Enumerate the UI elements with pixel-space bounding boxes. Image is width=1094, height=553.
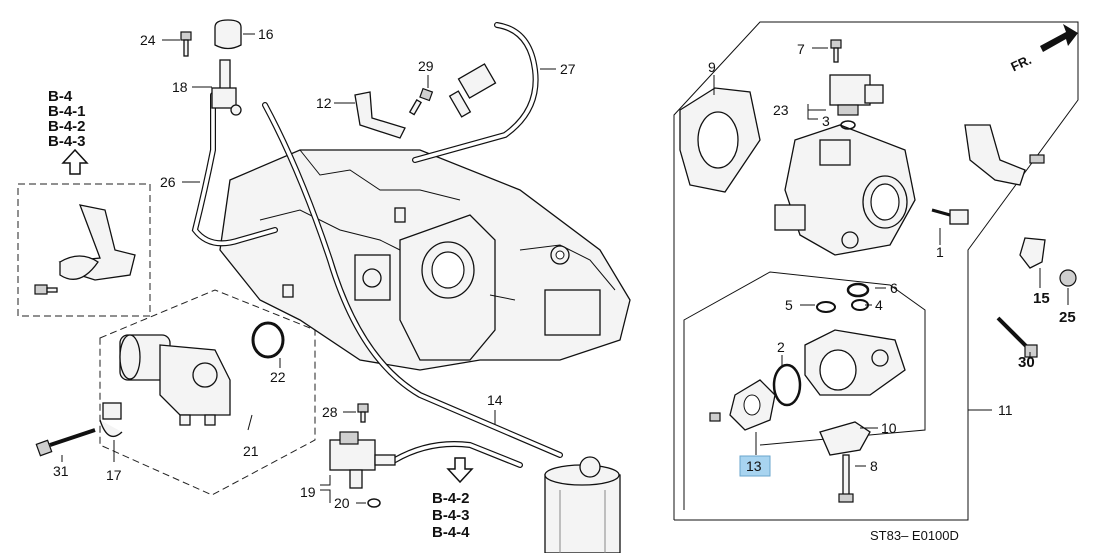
ref-left-3: B-4-2 [48, 118, 86, 135]
label-6: 6 [890, 280, 898, 296]
arrow-up-ref [61, 148, 89, 175]
direction-label: FR. [1008, 52, 1033, 74]
highlight-13 [739, 455, 771, 477]
label-7: 7 [797, 41, 805, 57]
label-4: 4 [875, 297, 883, 313]
bracket-15 [1019, 237, 1046, 269]
label-31: 31 [53, 463, 69, 479]
arrow-down-ref [446, 457, 474, 484]
bolt-31 [35, 428, 96, 457]
fr-arrow [1040, 24, 1078, 52]
screw-1 [931, 208, 969, 225]
label-24: 24 [140, 32, 156, 48]
label-22: 22 [270, 369, 286, 385]
group-box-21 [99, 289, 316, 496]
gasket-9 [679, 87, 761, 193]
label-12: 12 [316, 95, 332, 111]
o-ring-5 [816, 301, 836, 313]
label-17: 17 [106, 467, 122, 483]
ref-bottom-3: B-4-4 [432, 524, 470, 541]
gasket-2 [772, 363, 802, 407]
bolt-28 [357, 403, 369, 423]
label-23: 23 [773, 102, 789, 118]
cap-16 [214, 19, 242, 50]
valve-body-13 [804, 329, 906, 396]
solenoid-19 [329, 431, 396, 489]
label-28: 28 [322, 404, 338, 420]
label-2: 2 [777, 339, 785, 355]
label-13: 13 [746, 458, 762, 474]
ref-left-2: B-4-1 [48, 103, 86, 120]
sensor-18 [211, 59, 242, 116]
label-30: 30 [1018, 354, 1035, 371]
intake-manifold [219, 149, 631, 371]
bracket-12 [354, 91, 406, 139]
gasket-plate [729, 379, 776, 431]
bolt-7 [830, 39, 842, 63]
o-ring-3 [840, 120, 856, 130]
gasket-22 [251, 321, 285, 359]
throttle-body [774, 124, 916, 256]
label-1: 1 [936, 244, 944, 260]
label-11: 11 [998, 402, 1013, 418]
ref-bottom-2: B-4-3 [432, 507, 470, 524]
bolt-8 [838, 454, 854, 503]
bolt-30 [996, 316, 1038, 358]
iacv-21 [119, 334, 231, 426]
o-ring-6 [846, 282, 870, 298]
ref-left-4: B-4-3 [48, 133, 86, 150]
ref-bottom-1: B-4-2 [432, 490, 470, 507]
label-10: 10 [881, 420, 897, 436]
label-21: 21 [243, 443, 259, 459]
group-box-13 [683, 271, 926, 510]
label-9: 9 [708, 59, 716, 75]
group-box-11 [673, 21, 1079, 521]
label-26: 26 [160, 174, 176, 190]
label-8: 8 [870, 458, 878, 474]
label-15: 15 [1033, 290, 1050, 307]
screw-small [709, 412, 721, 422]
sensor-23 [829, 74, 884, 116]
label-5: 5 [785, 297, 793, 313]
label-3: 3 [822, 113, 830, 129]
label-25: 25 [1059, 309, 1076, 326]
ref-left-1: B-4 [48, 88, 73, 105]
group-box-left [17, 183, 151, 317]
label-18: 18 [172, 79, 188, 95]
hose-26 [191, 92, 278, 247]
bracket-10 [819, 421, 871, 456]
bracket-left [34, 204, 136, 295]
bracket-right-top [964, 124, 1045, 186]
diagram-code: ST83– E0100D [870, 528, 959, 543]
bolt-29 [408, 87, 434, 116]
label-27: 27 [560, 61, 576, 77]
label-16: 16 [258, 26, 274, 42]
clip-17 [99, 402, 123, 438]
label-19: 19 [300, 484, 316, 500]
label-29: 29 [418, 58, 434, 74]
hose-14 [262, 102, 563, 468]
hose-27 [412, 22, 539, 163]
nut-25 [1059, 269, 1077, 287]
leader-lines [61, 33, 1069, 504]
label-20: 20 [334, 495, 350, 511]
label-14: 14 [487, 392, 503, 408]
valve-27 [448, 63, 497, 118]
washer-20 [367, 498, 381, 508]
bolt-24 [180, 31, 192, 57]
canister [544, 456, 621, 553]
